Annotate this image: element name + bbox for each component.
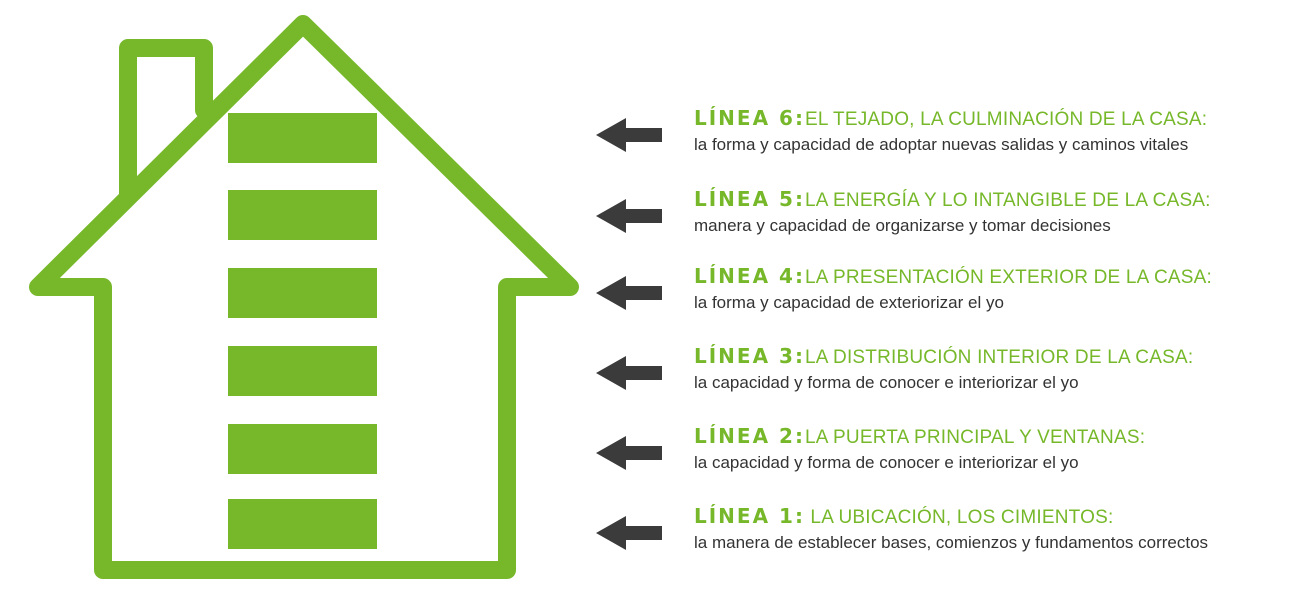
- line-label: LÍNEA 3:: [694, 344, 805, 368]
- line-heading: LÍNEA 5:LA ENERGÍA Y LO INTANGIBLE DE LA…: [694, 187, 1211, 213]
- line-heading: LÍNEA 3:LA DISTRIBUCIÓN INTERIOR DE LA C…: [694, 344, 1193, 370]
- line-description: la manera de establecer bases, comienzos…: [694, 533, 1209, 552]
- line-title: LA UBICACIÓN, LOS CIMIENTOS:: [804, 507, 1114, 528]
- line-label: LÍNEA 1:: [694, 504, 805, 528]
- line-description: manera y capacidad de organizarse y toma…: [694, 216, 1111, 235]
- line-description: la forma y capacidad de adoptar nuevas s…: [694, 135, 1189, 154]
- arrow-left-icon: [596, 276, 662, 310]
- line-title: LA ENERGÍA Y LO INTANGIBLE DE LA CASA:: [804, 190, 1211, 211]
- line-label: LÍNEA 4:: [694, 264, 805, 288]
- house-diagram: [29, 15, 579, 579]
- house-outline: [29, 15, 579, 579]
- chimney-outline: [119, 39, 213, 205]
- line-item-2: LÍNEA 2:LA PUERTA PRINCIPAL Y VENTANAS: …: [596, 424, 1286, 484]
- line-bar-5: [228, 190, 377, 240]
- line-item-3: LÍNEA 3:LA DISTRIBUCIÓN INTERIOR DE LA C…: [596, 344, 1286, 404]
- line-title: LA PUERTA PRINCIPAL Y VENTANAS:: [804, 427, 1146, 448]
- line-label: LÍNEA 6:: [694, 106, 805, 130]
- arrow-left-icon: [596, 118, 662, 152]
- line-title: LA DISTRIBUCIÓN INTERIOR DE LA CASA:: [804, 347, 1194, 368]
- line-item-6: LÍNEA 6:EL TEJADO, LA CULMINACIÓN DE LA …: [596, 106, 1286, 166]
- line-title: LA PRESENTACIÓN EXTERIOR DE LA CASA:: [804, 267, 1212, 288]
- line-title: EL TEJADO, LA CULMINACIÓN DE LA CASA:: [804, 109, 1208, 130]
- line-description: la forma y capacidad de exteriorizar el …: [694, 293, 1004, 312]
- arrow-left-icon: [596, 436, 662, 470]
- arrow-left-icon: [596, 516, 662, 550]
- line-bar-3: [228, 346, 377, 396]
- line-bar-1: [228, 499, 377, 549]
- line-bar-4: [228, 268, 377, 318]
- line-bar-6: [228, 113, 377, 163]
- arrow-left-icon: [596, 356, 662, 390]
- line-bar-2: [228, 424, 377, 474]
- line-heading: LÍNEA 2:LA PUERTA PRINCIPAL Y VENTANAS:: [694, 424, 1145, 450]
- line-item-5: LÍNEA 5:LA ENERGÍA Y LO INTANGIBLE DE LA…: [596, 187, 1286, 247]
- line-label: LÍNEA 5:: [694, 187, 805, 211]
- line-heading: LÍNEA 4:LA PRESENTACIÓN EXTERIOR DE LA C…: [694, 264, 1212, 290]
- line-description: la capacidad y forma de conocer e interi…: [694, 373, 1079, 392]
- line-heading: LÍNEA 6:EL TEJADO, LA CULMINACIÓN DE LA …: [694, 106, 1207, 132]
- line-label: LÍNEA 2:: [694, 424, 805, 448]
- line-heading: LÍNEA 1: LA UBICACIÓN, LOS CIMIENTOS:: [694, 504, 1208, 530]
- arrow-left-icon: [596, 199, 662, 233]
- line-item-1: LÍNEA 1: LA UBICACIÓN, LOS CIMIENTOS: la…: [596, 504, 1286, 564]
- line-description: la capacidad y forma de conocer e interi…: [694, 453, 1079, 472]
- line-item-4: LÍNEA 4:LA PRESENTACIÓN EXTERIOR DE LA C…: [596, 264, 1286, 324]
